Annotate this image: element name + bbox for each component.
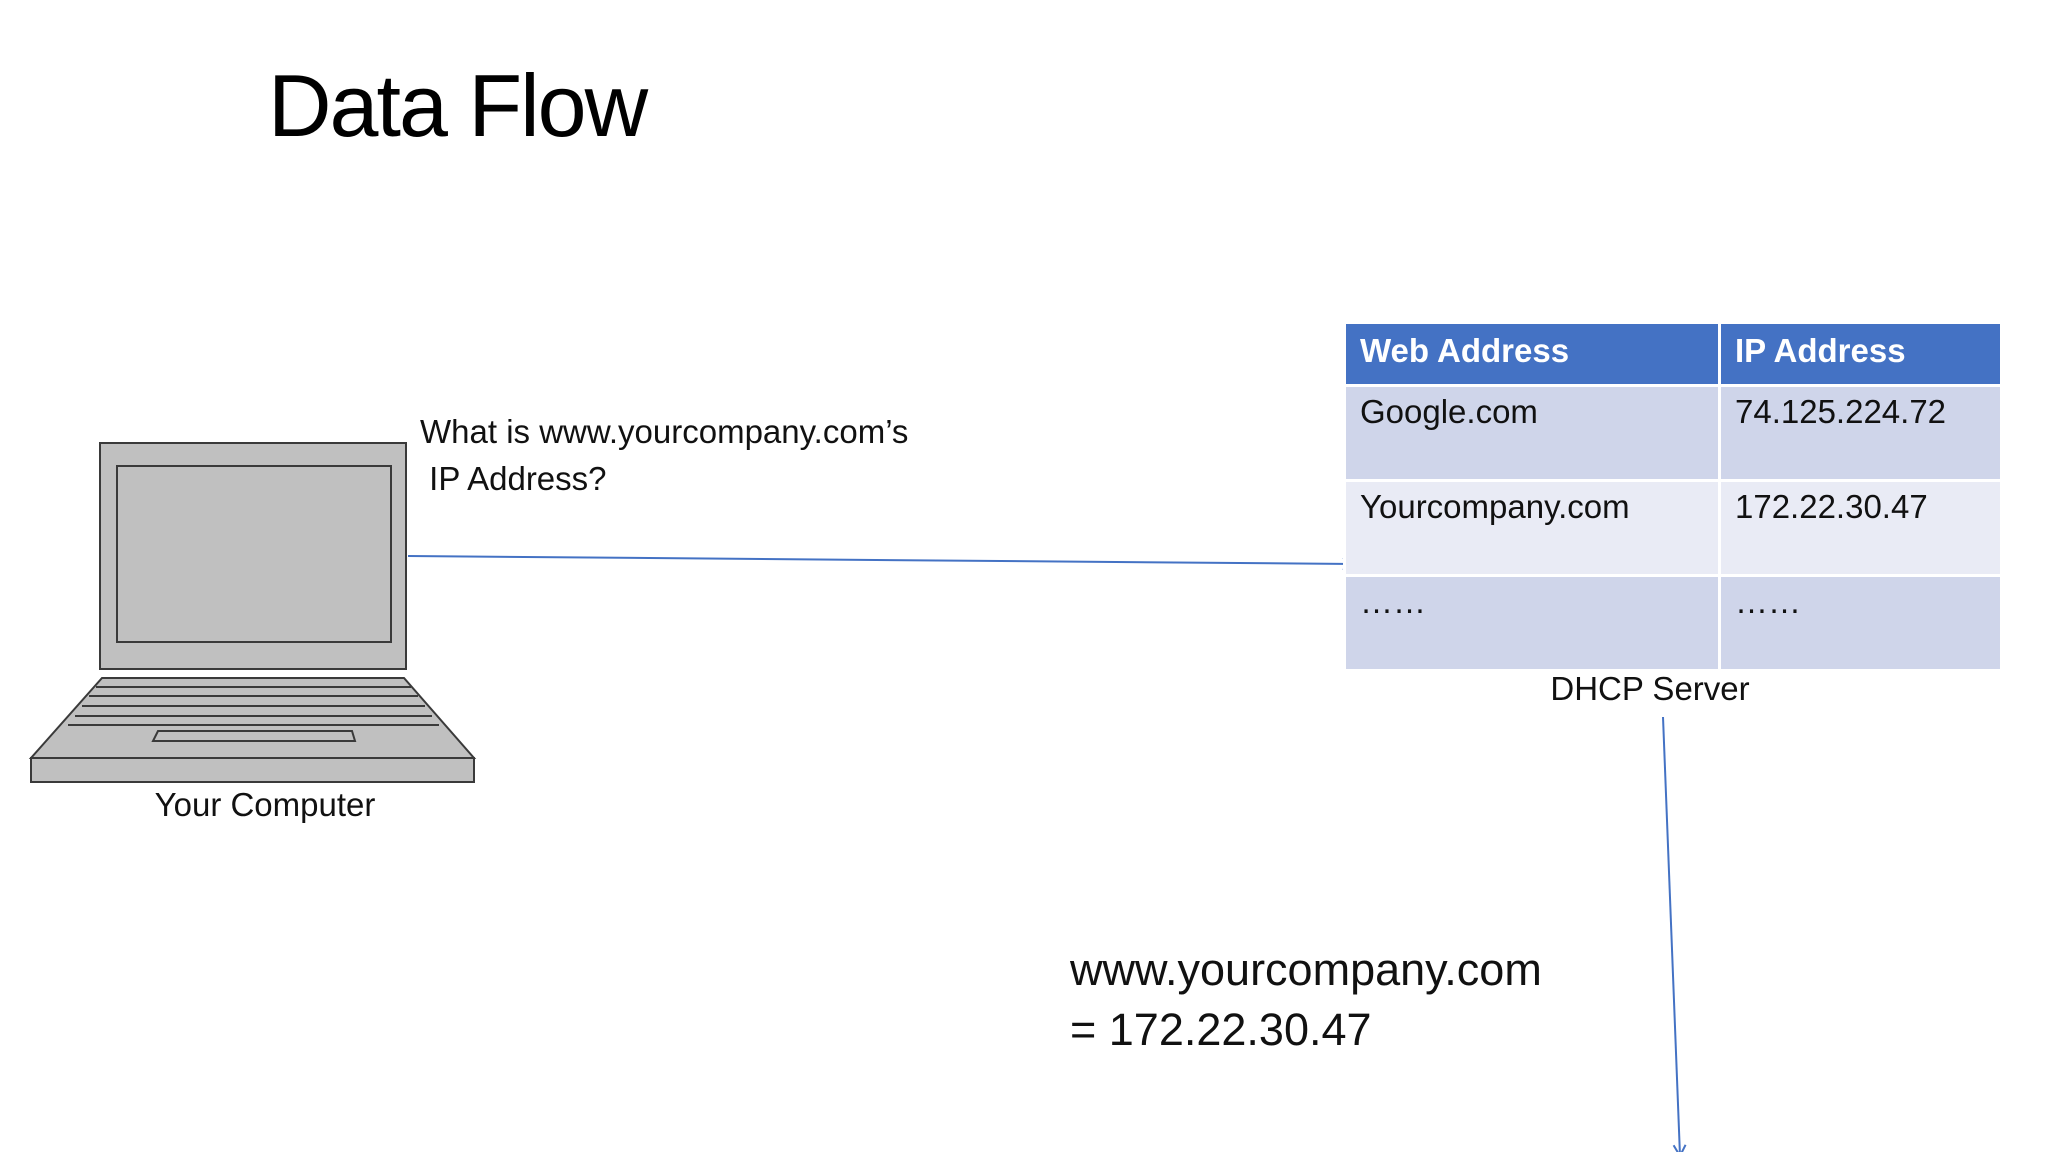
table-row: …… …… (1343, 574, 2003, 672)
laptop-icon (28, 442, 477, 783)
computer-label: Your Computer (154, 786, 376, 823)
query-text: What is www.yourcompany.com’s IP Address… (420, 408, 908, 502)
slide-title: Data Flow (268, 56, 648, 155)
cell-ip-address: …… (1718, 574, 2003, 672)
server-label: DHCP Server (1550, 670, 1750, 707)
response-arrow (1662, 716, 1680, 1152)
header-ip-address: IP Address (1718, 321, 2003, 387)
query-line-2: IP Address? (420, 460, 607, 497)
result-line-2: = 172.22.30.47 (1070, 1004, 1372, 1055)
query-arrow (407, 555, 1354, 564)
table-header-row: Web Address IP Address (1343, 321, 2003, 387)
cell-ip-address: 74.125.224.72 (1718, 384, 2003, 482)
cell-ip-address: 172.22.30.47 (1718, 479, 2003, 577)
cell-web-address: Google.com (1343, 384, 1721, 482)
dns-table: Web Address IP Address Google.com 74.125… (1343, 321, 2003, 672)
table-row: Google.com 74.125.224.72 (1343, 384, 2003, 482)
query-line-1: What is www.yourcompany.com’s (420, 413, 909, 450)
cell-web-address: Yourcompany.com (1343, 479, 1721, 577)
header-web-address: Web Address (1343, 321, 1721, 387)
result-text: www.yourcompany.com = 172.22.30.47 (1070, 940, 1542, 1060)
cell-web-address: …… (1343, 574, 1721, 672)
result-line-1: www.yourcompany.com (1070, 944, 1542, 995)
table-row: Yourcompany.com 172.22.30.47 (1343, 479, 2003, 577)
